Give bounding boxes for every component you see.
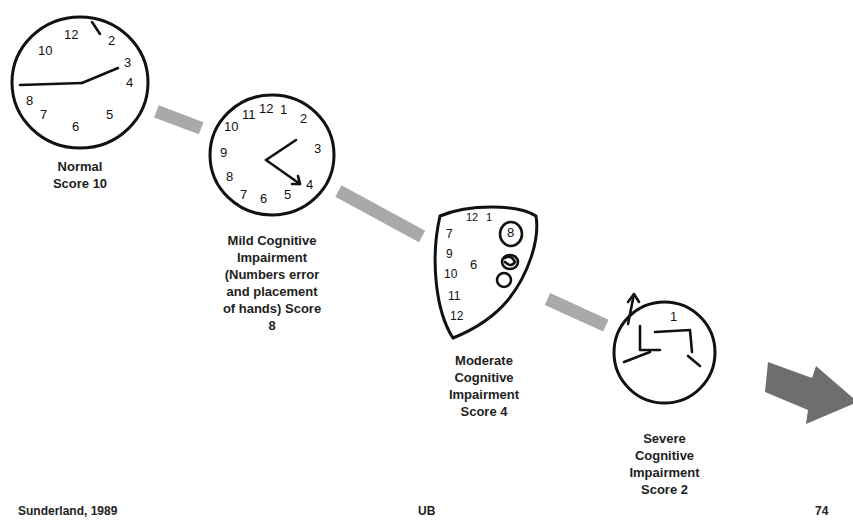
footer-text: Sunderland, 1989 [18,505,117,517]
progression-band [548,299,606,326]
clock-numeral: 7 [446,228,453,240]
scribble-loop [500,222,522,246]
hand-arrowhead [292,176,300,184]
footer-text: UB [418,505,435,517]
stage-caption: Mild Cognitive Impairment (Numbers error… [220,232,324,334]
clock-numeral: 5 [284,188,291,201]
clock-numeral: 8 [26,94,33,107]
clock-face [435,207,537,338]
clock-outline [612,300,717,405]
progression-band [338,191,422,236]
clock-numeral: 1 [486,212,492,223]
clock-numeral: 11 [448,290,460,302]
stage-caption: Moderate Cognitive Impairment Score 4 [439,352,529,420]
clock-numeral: 10 [444,268,457,280]
clock-numeral: 6 [72,120,79,133]
clock-numeral: 8 [507,226,514,239]
band-line [548,299,606,326]
scribble-loop [502,255,518,269]
clock-hand [624,352,650,362]
band-line [338,191,422,236]
clock-numeral: 2 [108,34,115,47]
clock-hand [266,140,296,160]
clock-numeral: 12 [466,212,478,223]
clock-drawing: Severe Cognitive Impairment Score 2 [612,300,717,405]
clock-numeral: 1 [280,103,287,116]
band-line [156,111,201,128]
clock-numeral: 3 [314,142,321,155]
clock-numeral: 6 [470,258,477,271]
clock-hand [20,83,82,85]
clock-numeral: 12 [450,310,463,322]
clock-numeral: 9 [446,248,453,260]
clock-numeral: 7 [240,188,247,201]
scribble-loop [505,257,515,265]
progression-arrow [765,362,853,424]
hand-arrowhead [628,294,639,302]
footer-text: 74 [815,505,828,517]
clock-numeral: 5 [106,108,113,121]
clock-numeral: 10 [224,120,238,133]
clock-numeral: 11 [242,108,256,121]
clock-hand [640,326,660,350]
clock-numeral: 4 [126,76,133,89]
clock-hand [688,356,700,366]
clock-hand [82,68,118,83]
clock-numeral: 12 [259,102,273,115]
clock-face [210,95,334,215]
scribble-loop [497,273,511,287]
clock-numeral: 3 [124,56,131,69]
clock-numeral: 2 [300,112,307,125]
clock-numeral: 7 [40,108,47,121]
clock-numeral: 6 [260,192,267,205]
stage-caption: Severe Cognitive Impairment Score 2 [622,430,708,498]
progression-band [156,111,201,128]
clock-face [614,302,715,403]
clock-hand [655,330,692,352]
clock-numeral: 4 [306,178,313,191]
stage-caption: Normal Score 10 [40,158,120,192]
clock-tick [92,22,100,34]
clock-numeral: 12 [64,28,78,41]
clock-numeral: 8 [226,170,233,183]
clock-face [12,17,148,148]
clock-hand [266,160,300,184]
clock-numeral: 9 [220,146,227,159]
clock-numeral: 10 [38,44,52,57]
clock-numeral: 1 [670,310,677,323]
